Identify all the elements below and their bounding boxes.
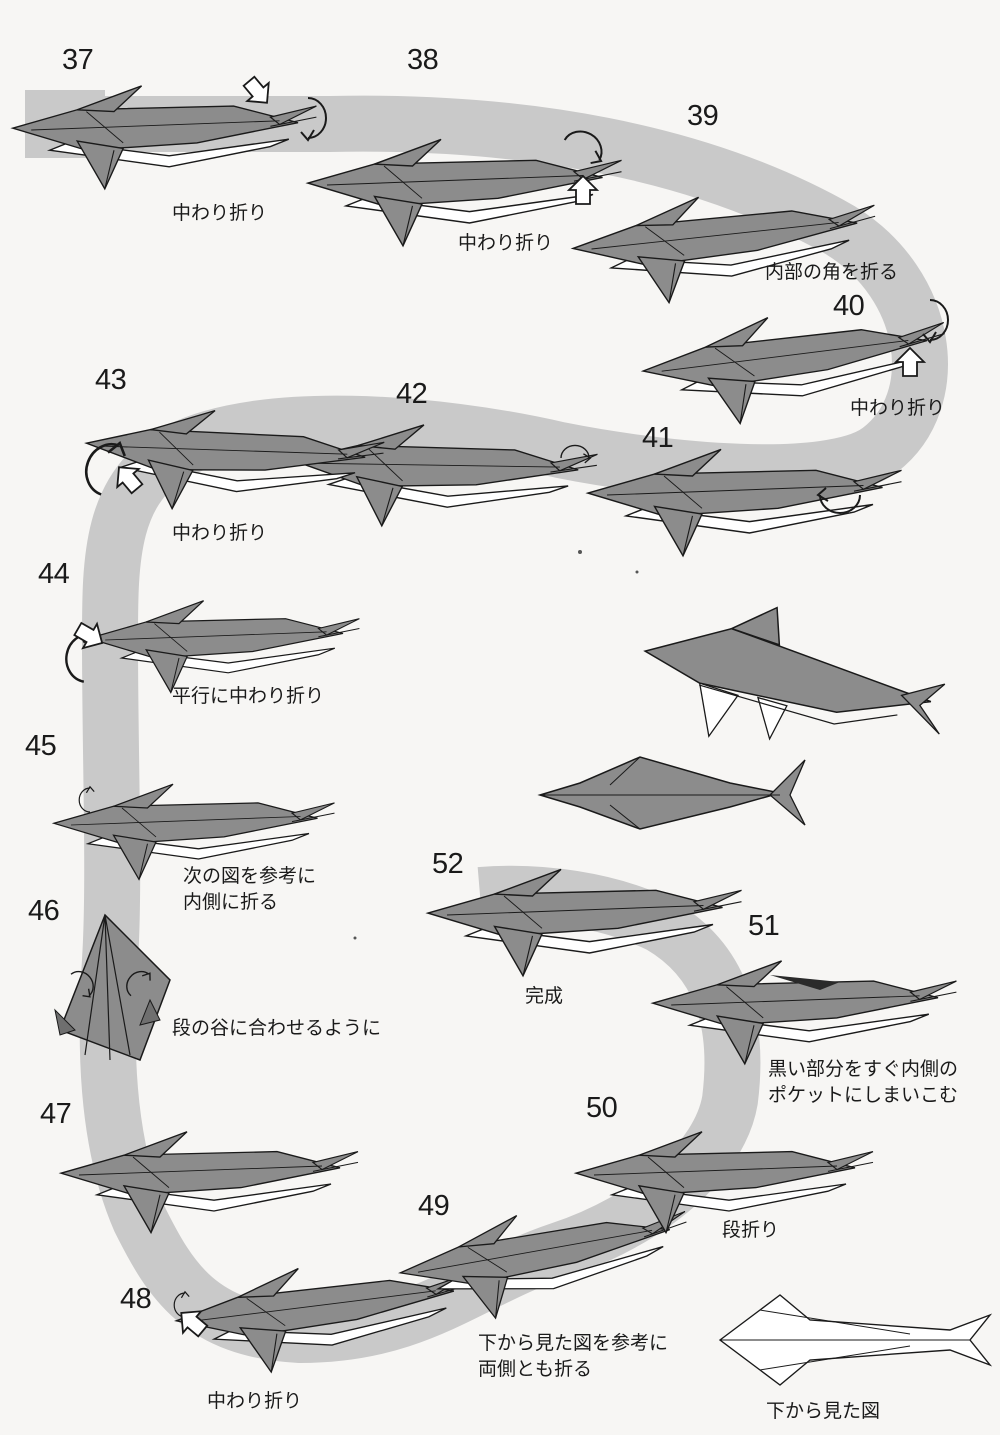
label-reference-45: 次の図を参考に 内側に折る [183, 863, 316, 915]
step-50: 50 [586, 1092, 618, 1124]
speck [353, 936, 357, 940]
label-view-from-below: 下から見た図 [766, 1400, 881, 1422]
figure-step-46 [54, 913, 171, 1061]
step-42: 42 [396, 378, 428, 410]
step-46: 46 [28, 895, 60, 927]
label-black-part-51-line1: 黒い部分をすぐ内側の [768, 1058, 959, 1080]
speck [635, 570, 639, 574]
step-40: 40 [833, 290, 865, 322]
label-nakawari-43: 中わり折り [172, 522, 268, 544]
label-nakawari-38: 中わり折り [458, 232, 554, 254]
label-reference-45-line1: 次の図を参考に [183, 865, 317, 887]
step-47: 47 [40, 1098, 72, 1130]
finished-dolphin-side [643, 606, 946, 741]
label-below-reference-49: 下から見た図を参考に 両側とも折る [478, 1330, 668, 1382]
label-black-part-51: 黒い部分をすぐ内側の ポケットにしまいこむ [768, 1056, 958, 1108]
step-41: 41 [642, 422, 674, 454]
step-43: 43 [95, 364, 127, 396]
label-done-52: 完成 [525, 985, 564, 1007]
black-part-51 [770, 975, 840, 990]
label-step-fold-50: 段折り [722, 1219, 780, 1241]
step-38: 38 [407, 44, 439, 76]
label-nakawari-37: 中わり折り [172, 202, 268, 224]
label-inner-corner-39: 内部の角を折る [765, 261, 899, 283]
label-below-reference-49-line1: 下から見た図を参考に [478, 1332, 669, 1354]
step-49: 49 [418, 1190, 450, 1222]
view-from-below-figure [718, 1294, 993, 1386]
step-37: 37 [62, 44, 94, 76]
label-nakawari-40: 中わり折り [850, 397, 946, 419]
label-valley-46: 段の谷に合わせるように [172, 1017, 382, 1039]
finished-dolphin-top [537, 756, 806, 830]
step-51: 51 [748, 910, 780, 942]
label-reference-45-line2: 内側に折る [183, 891, 279, 913]
step-44: 44 [38, 558, 70, 590]
step-45: 45 [25, 730, 57, 762]
step-48: 48 [120, 1283, 152, 1315]
label-parallel-44: 平行に中わり折り [172, 685, 325, 707]
label-below-reference-49-line2: 両側とも折る [478, 1358, 593, 1380]
speck [578, 550, 582, 554]
label-nakawari-48: 中わり折り [207, 1390, 303, 1412]
step-52: 52 [432, 848, 464, 880]
label-black-part-51-line2: ポケットにしまいこむ [768, 1084, 959, 1106]
step-39: 39 [687, 100, 719, 132]
